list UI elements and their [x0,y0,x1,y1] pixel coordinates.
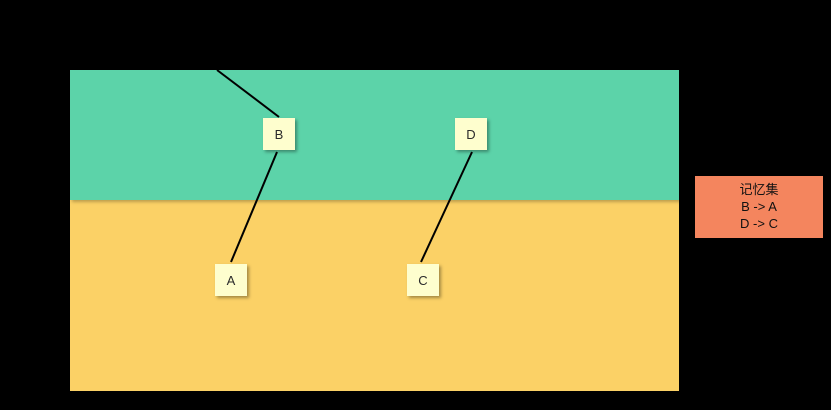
node-a: A [215,264,247,296]
remembered-set-entry: B -> A [741,199,777,214]
node-b-label: B [274,126,284,142]
node-d: D [455,118,487,150]
node-a-label: A [226,272,236,288]
region-upper-teal [70,70,679,200]
remembered-set-title: 记忆集 [739,182,779,197]
node-b: B [263,118,295,150]
node-c-label: C [418,272,428,288]
remembered-set-panel: 记忆集 B -> A D -> C [695,176,823,238]
node-d-label: D [466,126,476,142]
node-c: C [407,264,439,296]
region-lower-yellow [70,200,679,391]
remembered-set-entry: D -> C [740,216,778,231]
